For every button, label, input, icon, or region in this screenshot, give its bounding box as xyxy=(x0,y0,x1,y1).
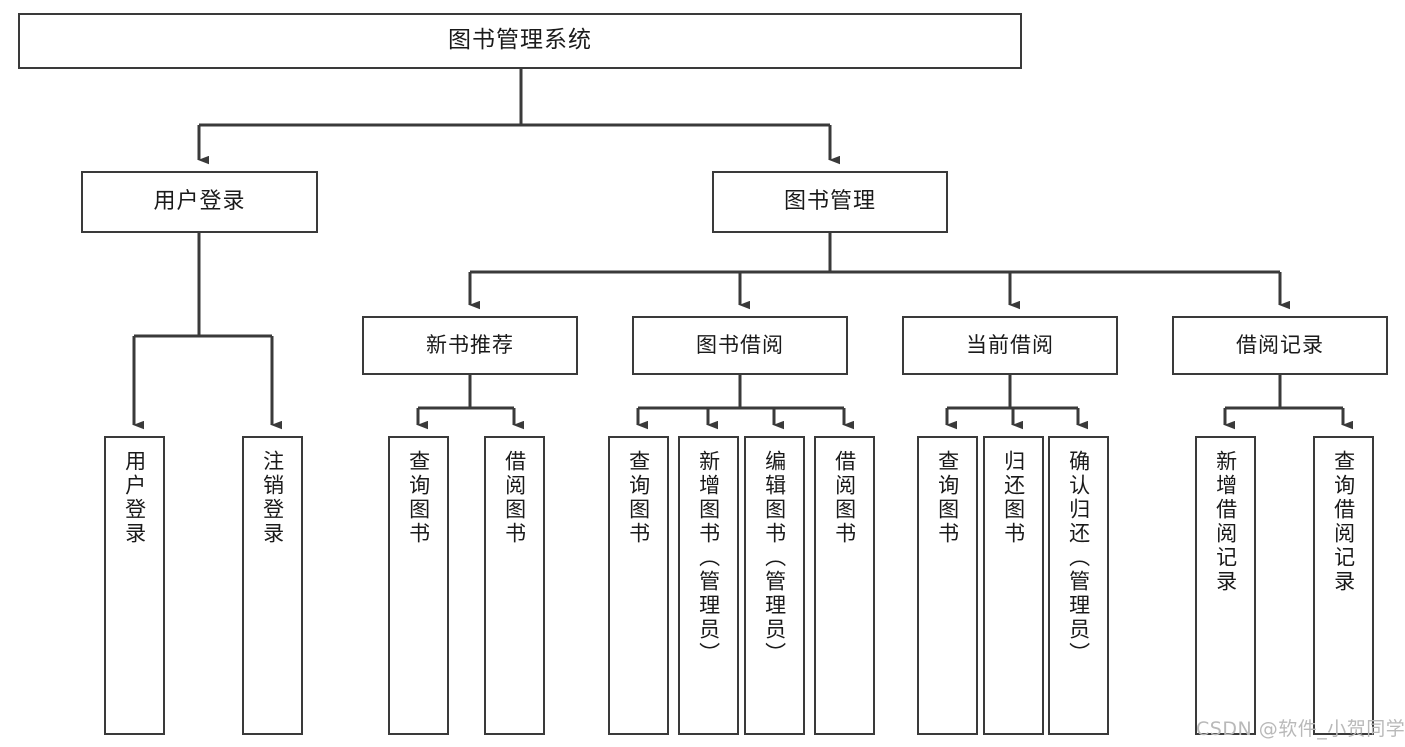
node-leaf-logout-login-label: 注销登录 xyxy=(260,450,285,546)
node-leaf-add-borrow-record[interactable]: 新增借阅记录 xyxy=(1195,436,1256,735)
node-new-book-recommend[interactable]: 新书推荐 xyxy=(362,316,578,375)
node-leaf-borrow-book-recommend-label: 借阅图书 xyxy=(502,450,527,546)
node-current-borrow[interactable]: 当前借阅 xyxy=(902,316,1118,375)
node-leaf-query-book-borrow-label: 查询图书 xyxy=(626,450,651,546)
node-leaf-edit-book-admin-label: 编辑图书（管理员） xyxy=(762,450,787,666)
connector-group-current-borrow xyxy=(945,375,1088,430)
connector-group-borrow-record xyxy=(1223,375,1353,430)
node-root-system-label: 图书管理系统 xyxy=(448,27,592,54)
node-leaf-add-book-admin[interactable]: 新增图书（管理员） xyxy=(678,436,739,735)
node-leaf-logout-login[interactable]: 注销登录 xyxy=(242,436,303,735)
node-leaf-user-login[interactable]: 用户登录 xyxy=(104,436,165,735)
node-leaf-borrow-book-recommend[interactable]: 借阅图书 xyxy=(484,436,545,735)
node-leaf-query-borrow-record[interactable]: 查询借阅记录 xyxy=(1313,436,1374,735)
node-leaf-add-borrow-record-label: 新增借阅记录 xyxy=(1213,450,1238,594)
node-book-management-label: 图书管理 xyxy=(783,189,876,215)
node-leaf-query-book-recommend-label: 查询图书 xyxy=(406,450,431,546)
node-leaf-return-book[interactable]: 归还图书 xyxy=(983,436,1044,735)
connector-group-root xyxy=(197,69,840,165)
node-leaf-add-book-admin-label: 新增图书（管理员） xyxy=(696,450,721,666)
node-leaf-query-book-recommend[interactable]: 查询图书 xyxy=(388,436,449,735)
connector-group-book-borrow xyxy=(636,375,854,430)
node-borrow-record[interactable]: 借阅记录 xyxy=(1172,316,1388,375)
connector-group-book-management xyxy=(468,233,1290,310)
node-root-system[interactable]: 图书管理系统 xyxy=(18,13,1022,69)
connector-group-new-book-recommend xyxy=(416,375,524,430)
node-leaf-confirm-return-admin[interactable]: 确认归还（管理员） xyxy=(1048,436,1109,735)
node-book-borrow[interactable]: 图书借阅 xyxy=(632,316,848,375)
node-leaf-confirm-return-admin-label: 确认归还（管理员） xyxy=(1066,450,1091,666)
node-leaf-borrow-book-label: 借阅图书 xyxy=(832,450,857,546)
node-leaf-query-book-current-label: 查询图书 xyxy=(935,450,960,546)
node-user-login[interactable]: 用户登录 xyxy=(81,171,318,233)
node-book-borrow-label: 图书借阅 xyxy=(696,333,784,358)
node-new-book-recommend-label: 新书推荐 xyxy=(426,333,514,358)
node-leaf-query-book-borrow[interactable]: 查询图书 xyxy=(608,436,669,735)
node-current-borrow-label: 当前借阅 xyxy=(966,333,1054,358)
node-leaf-user-login-label: 用户登录 xyxy=(122,450,147,546)
connector-group-user-login xyxy=(132,233,282,430)
node-user-login-label: 用户登录 xyxy=(153,189,246,215)
node-leaf-return-book-label: 归还图书 xyxy=(1001,450,1026,546)
node-leaf-query-borrow-record-label: 查询借阅记录 xyxy=(1331,450,1356,594)
node-leaf-borrow-book[interactable]: 借阅图书 xyxy=(814,436,875,735)
csdn-watermark: CSDN @软件_小贺同学 xyxy=(1196,718,1405,740)
node-borrow-record-label: 借阅记录 xyxy=(1236,333,1324,358)
node-leaf-query-book-current[interactable]: 查询图书 xyxy=(917,436,978,735)
node-leaf-edit-book-admin[interactable]: 编辑图书（管理员） xyxy=(744,436,805,735)
node-book-management[interactable]: 图书管理 xyxy=(712,171,948,233)
